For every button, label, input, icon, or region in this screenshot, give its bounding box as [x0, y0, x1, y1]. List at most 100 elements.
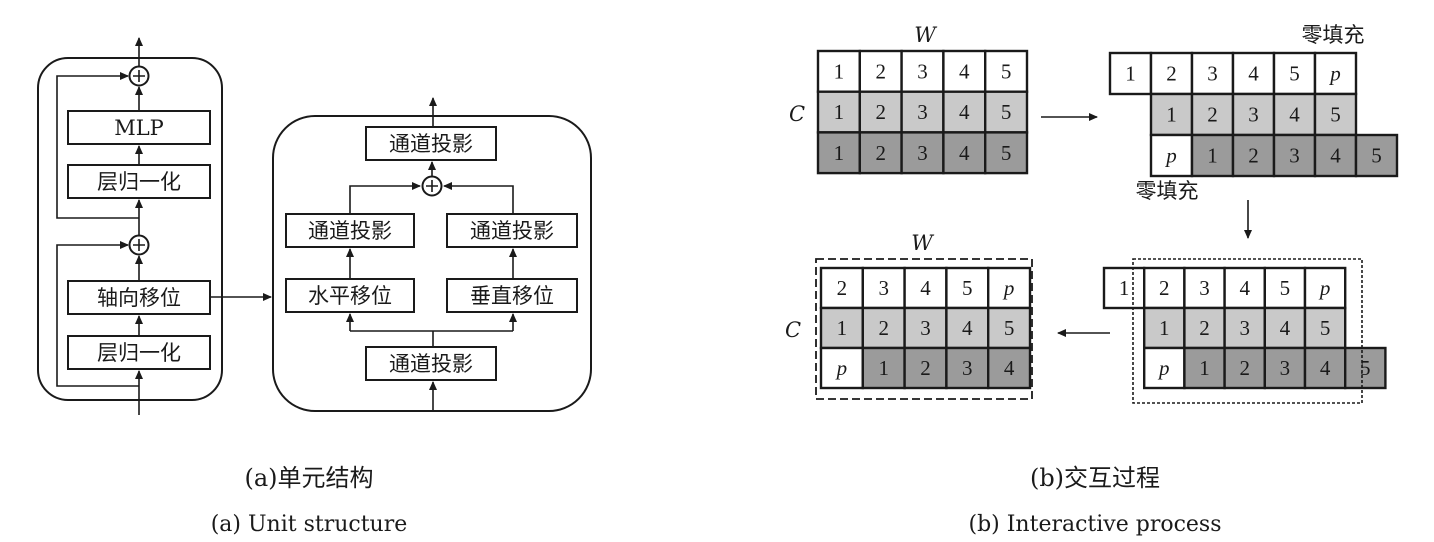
- add-node: [421, 175, 443, 197]
- grid-cell-value: 3: [917, 100, 928, 124]
- caption-a-chinese: (a)单元结构: [244, 464, 373, 492]
- grid-cell-value: 1: [1207, 144, 1218, 168]
- grid-cell: [984, 131, 1029, 175]
- caption-a-english: (a) Unit structure: [211, 512, 408, 537]
- grid-cell-value: p: [835, 356, 848, 380]
- grid-cell-value: 3: [917, 59, 928, 83]
- channel-proj-right-label: 通道投影: [470, 219, 554, 243]
- layer-norm-top-box: [67, 164, 211, 199]
- interactive-process: 2 3 4 5 p 1 2 3 4 5 p 1 2 3 4 1 2 3 4 5 p 1 2 3 4 5 p 1 2 3 4 5 1 2 3 4 5 p 1 2…: [785, 23, 1399, 404]
- grid-cell-value: 1: [1166, 103, 1177, 127]
- grid-cell-value: 4: [962, 316, 973, 340]
- grid-cell: [1183, 346, 1226, 390]
- grid-cell-value: 5: [1330, 103, 1341, 127]
- layer-norm-bottom-box: [67, 335, 211, 370]
- grid-cell-value: 1: [834, 100, 845, 124]
- result-window-dashed: [815, 258, 1033, 400]
- grid-cell: [1313, 51, 1358, 96]
- caption-b-english: (b) Interactive process: [969, 512, 1222, 537]
- grid-cell: [942, 131, 987, 175]
- grid-cell-value: 2: [1248, 144, 1259, 168]
- grid-cell-value: 5: [1289, 62, 1300, 86]
- grid-cell-value: 1: [1125, 62, 1136, 86]
- channel-proj-top-label: 通道投影: [389, 132, 473, 156]
- grid-cell-value: 3: [1207, 62, 1218, 86]
- grid-cell: [819, 346, 864, 390]
- grid-cell-value: 4: [1239, 276, 1250, 300]
- grid-cell-value: 1: [1199, 356, 1210, 380]
- grid-cell-value: p: [1157, 356, 1170, 380]
- grid-cell-value: 3: [1248, 103, 1259, 127]
- vertical-shift-box: [446, 278, 578, 313]
- grid-cell-value: 4: [959, 100, 970, 124]
- add-node-lower: [128, 234, 150, 256]
- w-axis-label: W: [914, 23, 938, 47]
- grid-cell-value: 3: [962, 356, 973, 380]
- grid-cell-value: 2: [1239, 356, 1250, 380]
- grid-cell-value: 2: [875, 100, 886, 124]
- grid-cell-value: p: [1328, 62, 1341, 86]
- layer-norm-bottom-label: 层归一化: [97, 341, 181, 365]
- grid-cell: [984, 49, 1029, 93]
- grid-cell-value: 4: [1248, 62, 1259, 86]
- grid-cell: [1263, 346, 1307, 390]
- grid-cell-value: 4: [1280, 316, 1291, 340]
- skip-connection-upper: [56, 72, 139, 219]
- channel-proj-bottom-box: [365, 346, 497, 381]
- grid-cell-value: 3: [1239, 316, 1250, 340]
- arrow: [349, 182, 421, 214]
- grid-cell: [1303, 266, 1347, 310]
- grid-cell-value: 3: [1280, 356, 1291, 380]
- grid-cell: [861, 346, 906, 390]
- grid-cell-value: 4: [959, 141, 970, 165]
- grid-cell: [861, 266, 906, 310]
- grid-cell-value: 5: [1001, 59, 1012, 83]
- grid-cell: [1313, 133, 1358, 178]
- grid-cell-value: 5: [1371, 144, 1382, 168]
- skip-connection-lower: [56, 241, 139, 387]
- grid-cell-value: 2: [920, 356, 931, 380]
- grid-cell-value: 4: [1289, 103, 1300, 127]
- grid-cell-value: 5: [1280, 276, 1291, 300]
- grid-cell-value: 3: [1289, 144, 1300, 168]
- mlp-label: MLP: [114, 116, 164, 140]
- grid-cell-value: 2: [1159, 276, 1170, 300]
- grid-cell-value: 5: [1360, 356, 1371, 380]
- grid-cell-value: 1: [1119, 276, 1130, 300]
- mlp-box: [67, 110, 211, 145]
- grid-cell-value: 2: [1166, 62, 1177, 86]
- crop-window-dotted: [1132, 258, 1363, 404]
- grid-cell-value: 1: [834, 59, 845, 83]
- grid-cell-value: 2: [875, 141, 886, 165]
- grid-cell: [1303, 306, 1347, 350]
- grid-cell-value: 2: [1199, 316, 1210, 340]
- grid-cell-value: 5: [1320, 316, 1331, 340]
- grid-cell: [1231, 51, 1276, 96]
- grid-cell-value: 3: [920, 316, 931, 340]
- arrow: [443, 182, 514, 214]
- grid-cell: [1303, 346, 1347, 390]
- grid-cell-value: 2: [1207, 103, 1218, 127]
- grid-cell-value: p: [1318, 276, 1331, 300]
- grid-cell-value: p: [1164, 144, 1177, 168]
- grid-cell-value: 4: [1004, 356, 1015, 380]
- c-axis-label: C: [789, 102, 805, 126]
- grid-cell-value: 3: [878, 276, 889, 300]
- grid-cell-value: 3: [1199, 276, 1210, 300]
- grid-cell-value: 1: [878, 356, 889, 380]
- shift-container: [272, 115, 592, 412]
- grid-cell-value: 5: [1004, 316, 1015, 340]
- grid-cell-value: 4: [920, 276, 931, 300]
- grid-cell: [1108, 51, 1153, 96]
- channel-proj-left-label: 通道投影: [308, 219, 392, 243]
- grid-cell: [987, 346, 1032, 390]
- grid-cell-value: 2: [875, 59, 886, 83]
- grid-cell-value: 5: [1001, 141, 1012, 165]
- grid-cell: [1343, 346, 1387, 390]
- grid-cell-value: 4: [959, 59, 970, 83]
